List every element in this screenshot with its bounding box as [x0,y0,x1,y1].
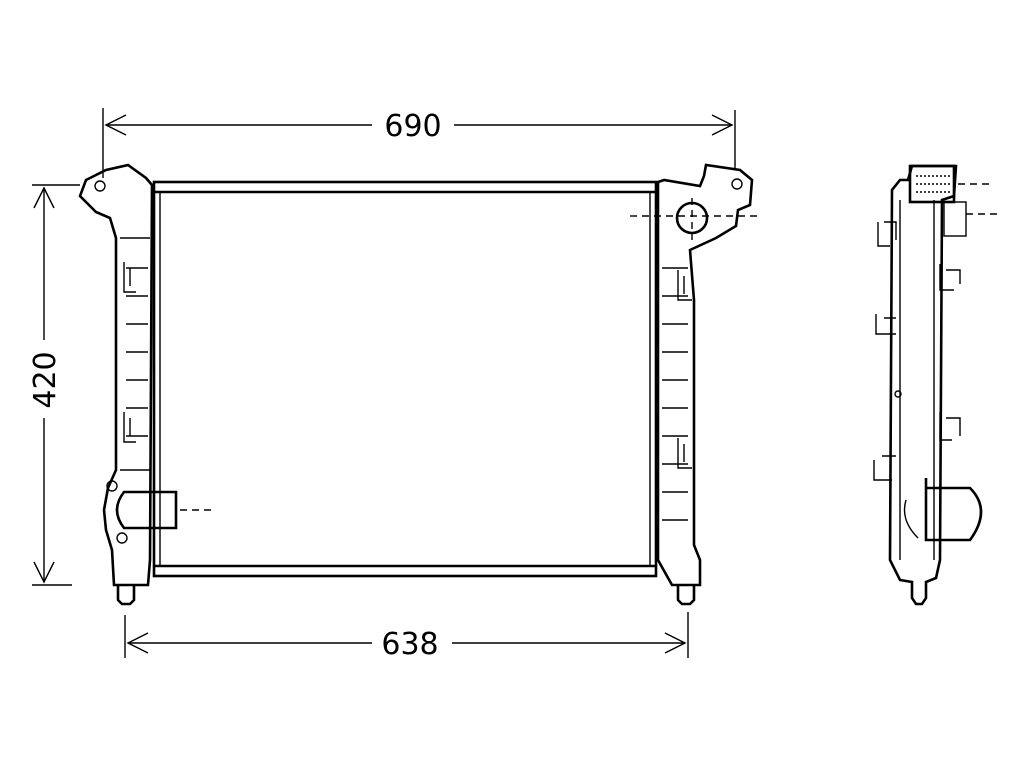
overall-width-label: 690 [384,109,441,144]
core-width-label: 638 [381,627,438,662]
radiator-core [152,180,658,578]
right-drain-stub [676,585,696,606]
right-mounting-clip [677,270,692,469]
radiator-side-view [873,164,998,606]
left-drain-stub [116,585,136,606]
height-dimension: 420 [28,184,80,586]
side-outlet [903,478,983,542]
left-mounting-clip [123,262,136,443]
side-cap-pattern [916,175,950,193]
right-tank [630,163,762,606]
overall-width-dimension: 690 [102,108,736,178]
left-tank-fins [126,267,148,437]
outlet-pipe [106,480,212,544]
right-tank-fins [662,267,688,521]
side-cap [908,164,956,204]
core-width-dimension: 638 [124,612,689,662]
left-tank [78,163,212,606]
side-brackets [873,221,961,481]
height-label: 420 [28,351,63,408]
